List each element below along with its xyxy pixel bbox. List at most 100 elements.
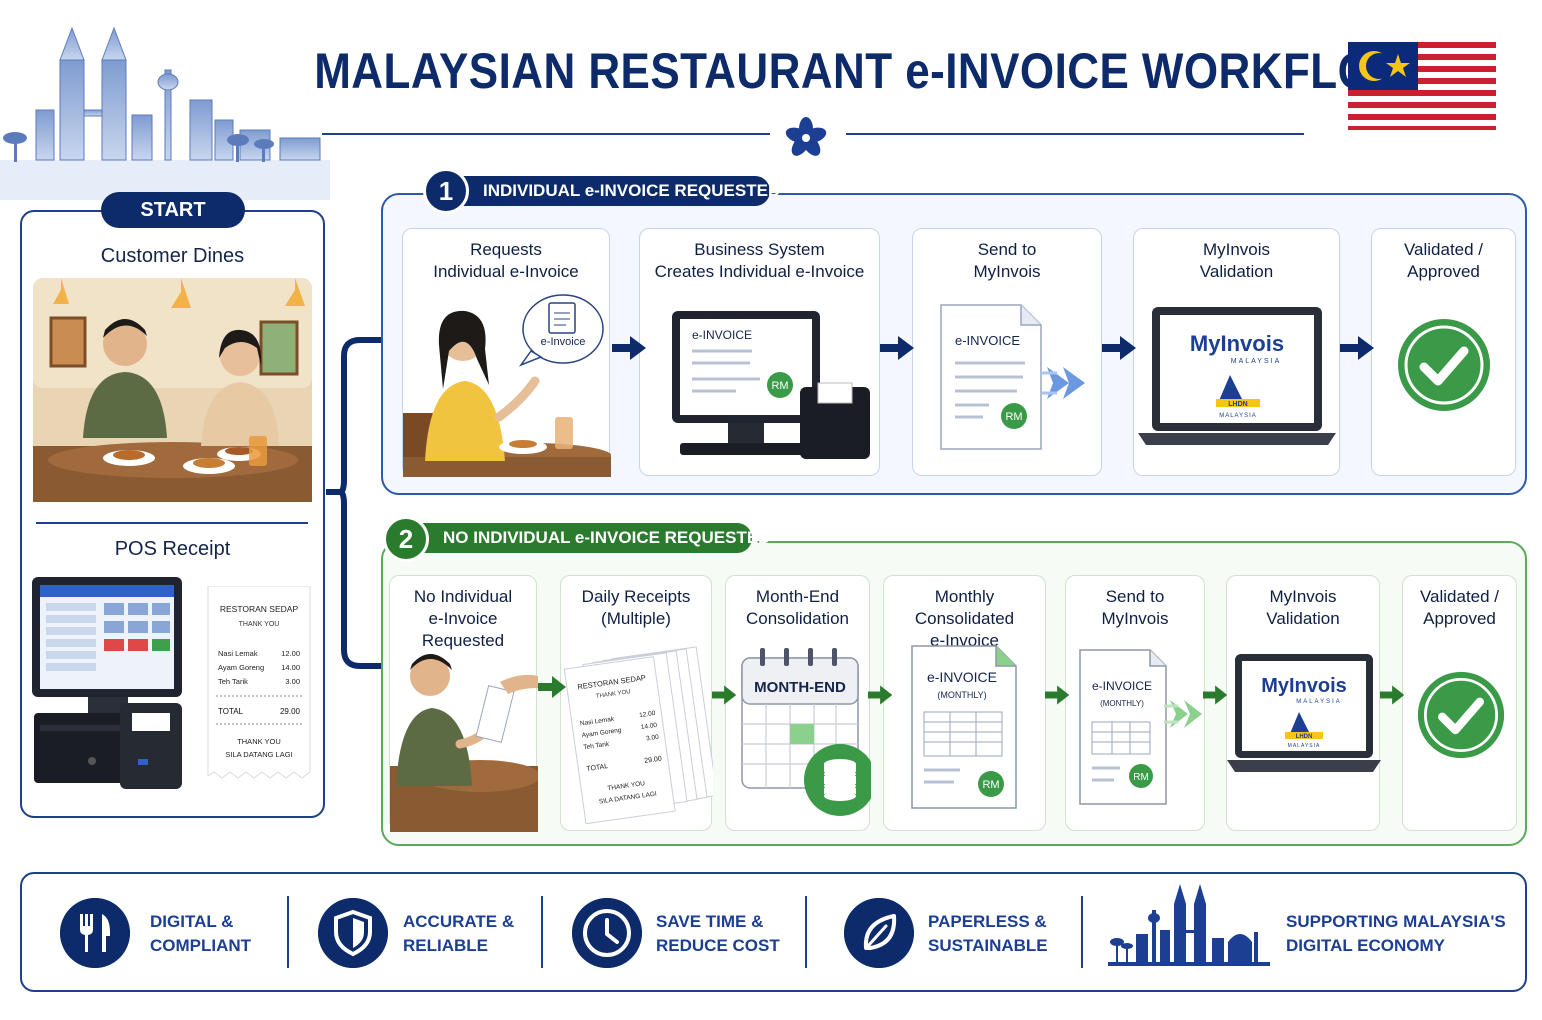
flow-arrow-icon (712, 685, 737, 705)
start-badge: START (101, 192, 245, 228)
myinvois-laptop-illustration: MyInvois MALAYSIA LHDN MALAYSIA (1227, 654, 1381, 772)
step-title: MyInvois Validation (1266, 587, 1340, 628)
customer-request-illustration: e-Invoice (403, 294, 611, 477)
receipt-stack-illustration: RESTORAN SEDAP THANK YOU Nasi Lemak 12.0… (563, 646, 713, 825)
leaf-icon (844, 898, 914, 968)
flow-arrow-icon (1102, 336, 1136, 360)
step-no-individual-request: No Individual e-Invoice Requested (389, 575, 538, 832)
calendar-database-illustration: MONTH-END (741, 648, 871, 816)
step-validated-approved-monthly: Validated / Approved (1402, 575, 1517, 831)
receipt-total-label: TOTAL (586, 763, 609, 773)
flow-arrow-icon (538, 676, 566, 698)
receipt-item-price: 14.00 (640, 722, 657, 731)
pos-monitor-illustration: e-INVOICE RM (672, 311, 870, 459)
rm-badge: RM (771, 380, 788, 392)
customer-dining-illustration (33, 278, 312, 502)
receipt-item-price: 3.00 (285, 677, 300, 686)
benefit-digital-compliant: DIGITAL & COMPLIANT (150, 912, 252, 955)
benefit-digital-economy: SUPPORTING MALAYSIA'S DIGITAL ECONOMY (1286, 912, 1506, 955)
check-circle-icon (1398, 319, 1490, 411)
shield-icon (318, 898, 388, 968)
rm-badge: RM (1005, 411, 1022, 423)
step-send-to-myinvois: Send to MyInvois e-INVOICE RM (912, 228, 1102, 476)
doc-sub-label: (MONTHLY) (937, 690, 986, 700)
receipt-item-name: Nasi Lemak (218, 649, 258, 658)
kl-skyline-illustration (0, 26, 330, 200)
receipt-item-price: 14.00 (281, 663, 300, 672)
flow-individual-label: INDIVIDUAL e-INVOICE REQUESTED (425, 176, 780, 206)
receipt-thanks: THANK YOU (596, 689, 631, 700)
benefits-bar (20, 872, 1527, 992)
paper-receipt: RESTORAN SEDAP THANK YOU Nasi Lemak 12.0… (207, 586, 311, 779)
receipt-item-name: Nasi Lemak (580, 716, 616, 728)
pos-terminal-illustration (32, 577, 182, 789)
step-monthly-consolidated-invoice: Monthly Consolidated e-Invoice e-INVOICE… (883, 575, 1046, 831)
invoice-document-illustration: e-INVOICE RM (940, 304, 1085, 450)
benefit-accurate-reliable: ACCURATE & RELIABLE (403, 912, 515, 955)
step-title: Validated / Approved (1403, 240, 1484, 281)
pos-receipt-label: POS Receipt (114, 538, 231, 560)
step-business-system: Business System Creates Individual e-Inv… (639, 228, 880, 476)
myinvois-logo-text: MyInvois (1190, 331, 1284, 356)
benefit-divider (287, 896, 289, 968)
skyline-icon (1108, 884, 1270, 966)
lhdn-sub: MALAYSIA (1288, 743, 1321, 749)
flow-arrow-icon (868, 685, 893, 705)
step-title: Send to MyInvois (973, 240, 1041, 281)
step-myinvois-validation: MyInvois Validation MyInvois MALAYSIA LH… (1133, 228, 1340, 476)
step-title: Month-End Consolidation (745, 587, 849, 628)
title-rule-left (322, 133, 770, 135)
receipt-footer: THANK YOU (237, 737, 281, 746)
step-title: Send to MyInvois (1101, 587, 1169, 628)
receipt-footer: SILA DATANG LAGI (225, 750, 292, 759)
receipt-item-price: 3.00 (646, 734, 660, 743)
flow-arrow-icon (1045, 685, 1070, 705)
flow-arrow-icon (1340, 336, 1374, 360)
fork-knife-icon (60, 898, 130, 968)
flow-arrow-icon (1203, 685, 1228, 705)
step-requests-individual: Requests Individual e-Invoice e-Invoice (402, 228, 611, 477)
customer-handing-receipt-illustration (390, 654, 538, 832)
step-validated-approved: Validated / Approved (1371, 228, 1516, 476)
step-send-to-myinvois-monthly: Send to MyInvois e-INVOICE (MONTHLY) RM (1065, 575, 1205, 831)
monthly-invoice-send-illustration: e-INVOICE (MONTHLY) RM (1079, 649, 1202, 805)
receipt-thanks: THANK YOU (239, 621, 280, 628)
page-title: MALAYSIAN RESTAURANT e-INVOICE WORKFLOW (314, 43, 1415, 99)
step-title: Business System Creates Individual e-Inv… (654, 240, 865, 281)
rm-badge: RM (982, 779, 999, 791)
clock-icon (572, 898, 642, 968)
step-daily-receipts: Daily Receipts (Multiple) RESTORAN SEDAP… (560, 575, 713, 831)
monthly-invoice-document-illustration: e-INVOICE (MONTHLY) RM (911, 645, 1017, 809)
malaysia-flag-icon (1348, 42, 1496, 130)
step-title: No Individual e-Invoice Requested (413, 587, 513, 650)
step-title: MyInvois Validation (1199, 240, 1274, 281)
doc-label: e-INVOICE (955, 333, 1020, 348)
flow-individual-number: 1 (423, 168, 469, 214)
flow-arrow-icon (1380, 685, 1405, 705)
start-panel-divider (36, 522, 308, 524)
doc-sub-label: (MONTHLY) (1100, 699, 1144, 708)
bubble-label: e-Invoice (541, 336, 586, 348)
flow-arrow-icon (612, 336, 646, 360)
lhdn-sub: MALAYSIA (1219, 413, 1257, 419)
receipt-shop-name: RESTORAN SEDAP (220, 604, 299, 614)
step-title: Validated / Approved (1419, 587, 1500, 628)
screen-label: e-INVOICE (692, 328, 752, 342)
step-myinvois-validation-monthly: MyInvois Validation MyInvois MALAYSIA LH… (1226, 575, 1381, 831)
benefit-divider (541, 896, 543, 968)
receipt-item-name: Ayam Goreng (218, 663, 264, 672)
rm-badge: RM (1133, 772, 1149, 783)
flow-consolidated-label: NO INDIVIDUAL e-INVOICE REQUESTED (385, 523, 770, 553)
benefit-save-time: SAVE TIME & REDUCE COST (656, 912, 780, 955)
benefit-divider (805, 896, 807, 968)
receipt-total: 29.00 (280, 707, 301, 716)
benefit-paperless: PAPERLESS & SUSTAINABLE (928, 912, 1048, 955)
step-month-end-consolidation: Month-End Consolidation MONTH-END (725, 575, 871, 831)
doc-label: e-INVOICE (1092, 679, 1152, 693)
title-rule-right (846, 133, 1304, 135)
myinvois-sub: MALAYSIA (1296, 699, 1342, 705)
customer-dines-label: Customer Dines (100, 245, 245, 267)
myinvois-logo-text: MyInvois (1261, 675, 1347, 697)
receipt-total: 29.00 (644, 756, 662, 765)
myinvois-laptop-illustration: MyInvois MALAYSIA LHDN MALAYSIA (1138, 307, 1336, 445)
